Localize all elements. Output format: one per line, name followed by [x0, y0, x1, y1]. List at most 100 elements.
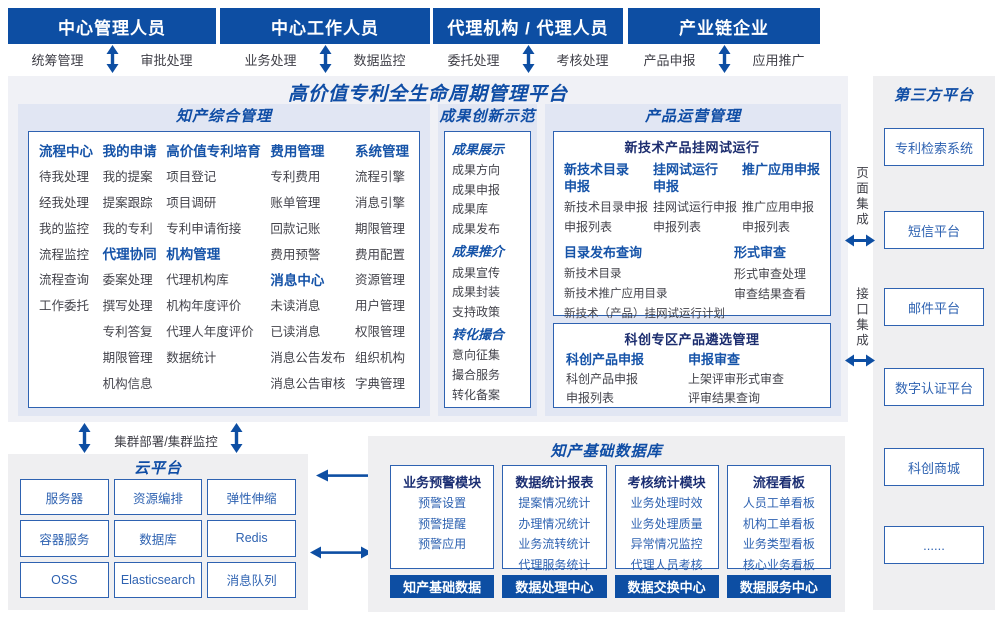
cloud-service: 弹性伸缩 — [207, 479, 296, 516]
menu-entry: 消息公告审核 — [270, 376, 346, 391]
menu-entry: 资源管理 — [354, 273, 405, 288]
ip-base-database-panel: 知产基础数据库 业务预警模块 预警设置预警提醒预警应用 知产基础数据 数据统计报… — [368, 436, 845, 612]
horizontal-double-arrow-icon — [310, 546, 372, 559]
column-items: 形式审查处理审查结果查看 — [734, 264, 820, 304]
menu-entry: 成果发布 — [452, 222, 501, 237]
cloud-service: 资源编排 — [113, 479, 203, 516]
menu-entry: 科创产品申报 — [566, 372, 639, 386]
third-party-system: 数字认证平台 — [884, 368, 984, 406]
menu-entry: 挂网试运行申报 — [652, 200, 737, 214]
menu-entry: 消息引擎 — [354, 195, 405, 210]
module-column: 推广应用申报 推广应用申报申报列表 — [742, 161, 820, 237]
module-column: 科创产品申报 科创产品申报申报列表 — [566, 351, 688, 408]
menu-entry: 成果库 — [452, 202, 489, 217]
menu-entry: 数据统计 — [166, 350, 217, 365]
menu-entry: 我的专利 — [102, 221, 153, 236]
role-action-label: 委托处理 — [447, 52, 500, 68]
menu-entry: 字典管理 — [354, 376, 405, 391]
third-party-system: 专利检索系统 — [884, 128, 984, 166]
menu-entry: 审查结果查看 — [734, 287, 807, 301]
menu-entry: 人员工单看板 — [742, 496, 815, 510]
module-column: 新技术目录申报 新技术目录申报申报列表 — [564, 161, 653, 237]
horizontal-double-arrow-icon — [845, 354, 875, 367]
third-party-title: 第三方平台 — [893, 87, 974, 104]
vertical-double-arrow-icon — [522, 45, 534, 73]
menu-entry: 成果宣传 — [452, 265, 501, 280]
menu-entry: 评审结果查询 — [688, 391, 761, 405]
menu-entry: 费用配置 — [354, 247, 405, 262]
cloud-service: Redis — [207, 520, 296, 557]
database-column: 数据统计报表 提案情况统计办理情况统计业务流转统计代理服务统计 数据处理中心 — [502, 465, 607, 598]
column-header: 推广应用申报 — [741, 162, 820, 177]
column-header: 科创产品申报 — [566, 352, 645, 367]
menu-entry: 业务流转统计 — [518, 537, 591, 551]
column-items: 推广应用申报申报列表 — [742, 197, 820, 237]
menu-entry: 形式审查处理 — [734, 267, 807, 281]
menu-entry: 代理服务统计 — [518, 557, 591, 572]
section-achievement-innovation: 成果创新示范 成果展示成果方向成果申报成果库成果发布成果推介成果宣传成果封装支持… — [438, 104, 537, 416]
cloud-platform-title: 云平台 — [133, 460, 182, 477]
cloud-service: Elasticsearch — [113, 561, 203, 598]
menu-entry: 流程引擎 — [354, 170, 405, 185]
database-columns: 业务预警模块 预警设置预警提醒预警应用 知产基础数据 数据统计报表 提案情况统计… — [390, 465, 831, 598]
menu-entry: 办理情况统计 — [518, 516, 591, 531]
menu-entry: 支持政策 — [452, 304, 501, 319]
menu-entry: 转化备案 — [452, 387, 501, 402]
trial-columns: 新技术目录申报 新技术目录申报申报列表 挂网试运行申报 挂网试运行申报申报列表 … — [554, 161, 830, 237]
menu-entry: 项目调研 — [166, 195, 217, 210]
module-items: 提案情况统计办理情况统计业务流转统计代理服务统计 — [503, 493, 605, 575]
catalog-publish-query: 目录发布查询 新技术目录新技术推广应用目录新技术（产品）挂网试运行计划 — [564, 244, 734, 324]
module-header: 数据统计报表 — [515, 475, 594, 490]
menu-entry: 组织机构 — [354, 350, 405, 365]
menu-entry: 成果申报 — [452, 182, 501, 197]
module-column: 系统管理流程引擎消息引擎期限管理费用配置资源管理用户管理权限管理组织机构字典管理 — [355, 137, 409, 402]
achievement-modules-box: 成果展示成果方向成果申报成果库成果发布成果推介成果宣传成果封装支持政策转化撮合意… — [444, 131, 531, 408]
menu-entry: 代理人员考核 — [630, 557, 703, 572]
menu-entry: 提案跟踪 — [102, 195, 153, 210]
vertical-double-arrow-icon — [230, 423, 243, 453]
section-title: 知产综合管理 — [175, 108, 272, 125]
selection-columns: 科创产品申报 科创产品申报申报列表 申报审查 上架评审形式审查评审结果查询 — [554, 348, 830, 408]
module-column: 我的申请我的提案提案跟踪我的专利代理协同委案处理撰写处理专利答复期限管理机构信息 — [103, 137, 157, 402]
role-actions-agencies: 委托处理 考核处理 — [433, 45, 623, 73]
menu-entry: 用户管理 — [354, 299, 405, 314]
vertical-double-arrow-icon — [78, 423, 91, 453]
menu-entry: 上架评审形式审查 — [688, 372, 785, 386]
third-party-system: ...... — [884, 526, 984, 564]
menu-entry: 机构信息 — [102, 376, 153, 391]
vertical-double-arrow-icon — [106, 45, 118, 73]
module-column: 申报审查 上架评审形式审查评审结果查询 — [688, 351, 818, 408]
menu-entry: 期限管理 — [102, 350, 153, 365]
module-box: 考核统计模块 业务处理时效业务处理质量异常情况监控代理人员考核 — [614, 465, 719, 572]
role-actions-center-managers: 统筹管理 审批处理 — [8, 45, 216, 73]
menu-entry: 我的提案 — [102, 170, 153, 185]
menu-entry: 预警提醒 — [418, 516, 467, 531]
menu-entry: 高价值专利培育 — [166, 143, 261, 159]
menu-entry: 申报列表 — [741, 220, 790, 234]
menu-entry: 专利申请衔接 — [166, 221, 242, 236]
menu-entry: 撮合服务 — [452, 368, 501, 383]
role-action-label: 审批处理 — [140, 52, 193, 68]
menu-entry: 业务类型看板 — [742, 537, 815, 551]
menu-entry: 流程监控 — [39, 247, 90, 262]
role-action-label: 应用推广 — [752, 52, 805, 68]
column-header: 目录发布查询 — [564, 245, 643, 260]
role-header-center-managers: 中心管理人员 — [8, 8, 216, 44]
vertical-double-arrow-icon — [319, 45, 331, 73]
menu-entry: 转化撮合 — [452, 327, 505, 343]
column-items: 上架评审形式审查评审结果查询 — [688, 370, 818, 408]
menu-entry: 推广应用申报 — [741, 200, 814, 214]
column-header: 挂网试运行申报 — [652, 162, 718, 194]
menu-entry: 已读消息 — [270, 324, 321, 339]
cloud-service: 容器服务 — [20, 520, 109, 557]
menu-entry: 申报列表 — [564, 220, 613, 234]
module-header: 流程看板 — [752, 475, 805, 490]
role-header-agencies: 代理机构 / 代理人员 — [433, 8, 623, 44]
third-party-system: 短信平台 — [884, 211, 984, 249]
menu-entry: 新技术推广应用目录 — [564, 288, 668, 300]
menu-entry: 代理机构库 — [166, 273, 229, 288]
menu-entry: 待我处理 — [39, 170, 90, 185]
column-header: 申报审查 — [688, 352, 741, 367]
role-header-enterprises: 产业链企业 — [628, 8, 820, 44]
